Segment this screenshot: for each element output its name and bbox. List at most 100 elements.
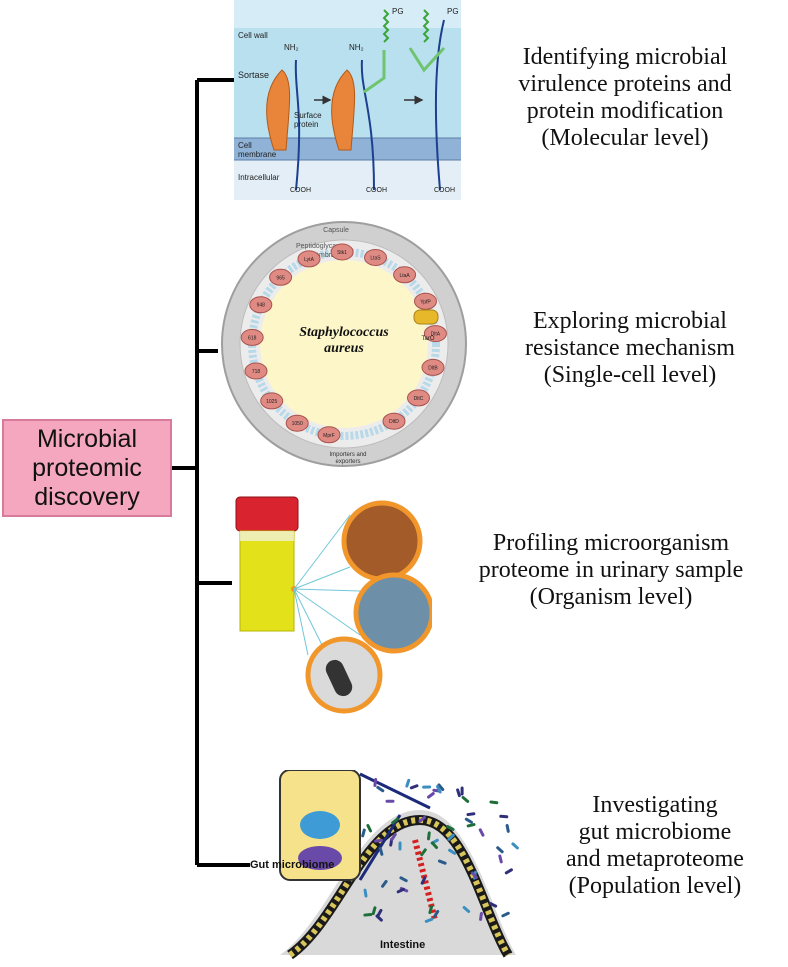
protein-label-dltd: DltD xyxy=(389,419,399,425)
bacterium-shape xyxy=(398,841,402,851)
cell-wall-label: Cell wall xyxy=(238,31,268,40)
bacterium-shape xyxy=(363,913,373,917)
gut-panel: Gut microbiome Intestine xyxy=(250,770,519,960)
bacterium-shape xyxy=(511,842,519,850)
bacterium-shape xyxy=(464,817,473,824)
surface-protein-label-2: protein xyxy=(294,120,318,129)
taro-protein xyxy=(413,309,439,325)
caption-single-cell: Exploring microbial resistance mechanism… xyxy=(480,308,780,389)
caption-molecular-line-2: virulence proteins and xyxy=(518,71,732,97)
protein-948 xyxy=(249,296,273,314)
bacterium-shape xyxy=(361,828,366,838)
root-node: Microbial proteomic discovery xyxy=(2,419,172,517)
protein-dltc xyxy=(407,389,430,407)
protein-1025 xyxy=(260,392,284,410)
caption-molecular-line-4: (Molecular level) xyxy=(541,125,709,151)
bacterium-shape xyxy=(501,911,510,918)
protein-965 xyxy=(269,268,293,286)
caption-single-cell-line-2: resistance mechanism xyxy=(525,335,735,361)
protein-label-1025: 1025 xyxy=(266,399,277,405)
bacterium-shape xyxy=(446,825,455,831)
bacterium-shape xyxy=(418,815,426,823)
caption-organism-line-1: Profiling microorganism xyxy=(492,530,730,556)
bacterium-shape xyxy=(430,841,439,849)
bacterium-shape xyxy=(424,917,434,923)
protein-dltb xyxy=(421,358,445,376)
membrane-label: Membrane xyxy=(309,252,343,259)
caption-organism: Profiling microorganism proteome in urin… xyxy=(436,530,786,611)
nh2-label-1: NH₂ xyxy=(284,43,299,52)
protein-label-dltc: DltC xyxy=(414,396,424,402)
membrane-label-2: membrane xyxy=(238,150,277,159)
caption-population-line-3: and metaproteome xyxy=(566,846,744,872)
bacterium-shape xyxy=(448,848,457,855)
peptidoglycan-label: Peptidoglycan xyxy=(296,243,340,250)
protein-label-ltas: LtaS xyxy=(370,256,381,262)
species-line-1: Staphylococcus xyxy=(299,325,389,340)
bacterium-shape xyxy=(396,887,406,894)
protein-label-ypfp: YpfP xyxy=(420,299,431,305)
protein-label-618: 618 xyxy=(248,335,257,341)
gut-bacteria xyxy=(361,778,519,923)
bacterium-shape xyxy=(373,838,383,843)
membrane-proteins: LtaSLtaAYpfPDltADltBDltCDltDMprF10501025… xyxy=(240,243,447,444)
caption-single-cell-line-1: Exploring microbial xyxy=(533,308,727,334)
membrane-label-1: Cell xyxy=(238,141,252,150)
bacterium-shape xyxy=(385,799,395,803)
cooh-label-2: COOH xyxy=(366,187,387,194)
protein-label-dlta: DltA xyxy=(431,332,441,338)
staph-cell-panel: Capsule Peptidoglycan Membrane Staphyloc… xyxy=(221,221,467,467)
bacterium-shape xyxy=(447,833,455,841)
protein-lyta xyxy=(297,250,321,268)
intestine-label: Intestine xyxy=(380,939,425,951)
root-line-3: discovery xyxy=(34,482,140,511)
pg-label-2: PG xyxy=(447,7,459,16)
protein-label-1050: 1050 xyxy=(292,421,303,427)
protein-label-718: 718 xyxy=(252,369,261,375)
bacterium-shape xyxy=(461,796,470,803)
bacterium-shape xyxy=(456,788,461,798)
bacterium-shape xyxy=(437,859,447,865)
protein-mprf xyxy=(317,426,341,444)
bacterium-shape xyxy=(499,814,509,819)
bacterium-shape xyxy=(422,785,432,789)
bacterium-shape xyxy=(376,785,385,793)
bacterium-shape xyxy=(371,906,377,916)
bacterium-shape xyxy=(470,871,478,879)
rod-bacteria-micrograph xyxy=(341,500,423,582)
bacterium-shape xyxy=(420,848,427,857)
bacterium-shape xyxy=(479,911,483,921)
intracellular-label: Intracellular xyxy=(238,173,280,182)
protein-ltaa xyxy=(393,266,417,284)
protein-dlta xyxy=(423,325,447,343)
protein-label-lyta: LytA xyxy=(304,257,314,263)
pg-label-1: PG xyxy=(392,7,404,16)
urine-sample-panel xyxy=(235,496,432,714)
bacterium-shape xyxy=(373,778,378,787)
protein-ypfp xyxy=(414,292,437,310)
surface-protein-label-1: Surface xyxy=(294,111,322,120)
bacterium-shape xyxy=(366,824,373,833)
bacterium-shape xyxy=(466,812,476,817)
caption-molecular-line-3: protein modification xyxy=(526,98,724,124)
bacterium-shape xyxy=(437,783,445,792)
bacterium-shape xyxy=(436,785,442,794)
protein-stk1 xyxy=(330,243,354,261)
bacterium-shape xyxy=(427,792,435,799)
caption-organism-line-3: (Organism level) xyxy=(529,584,693,610)
bacterium-shape xyxy=(460,786,464,796)
root-line-2: proteomic xyxy=(32,453,142,482)
bacterium-shape xyxy=(376,908,383,918)
bacterium-shape xyxy=(489,800,499,805)
protein-1050 xyxy=(285,414,309,432)
cooh-label-3: COOH xyxy=(434,187,455,194)
sortase-label: Sortase xyxy=(238,70,269,80)
caption-single-cell-line-3: (Single-cell level) xyxy=(543,362,717,388)
bacterium-shape xyxy=(462,906,471,913)
root-line-1: Microbial xyxy=(36,424,137,453)
bacterium-shape xyxy=(390,832,397,841)
protein-label-ltaa: LtaA xyxy=(399,273,410,279)
taro-label: TarO xyxy=(421,336,434,342)
bacterium-shape xyxy=(433,909,440,919)
